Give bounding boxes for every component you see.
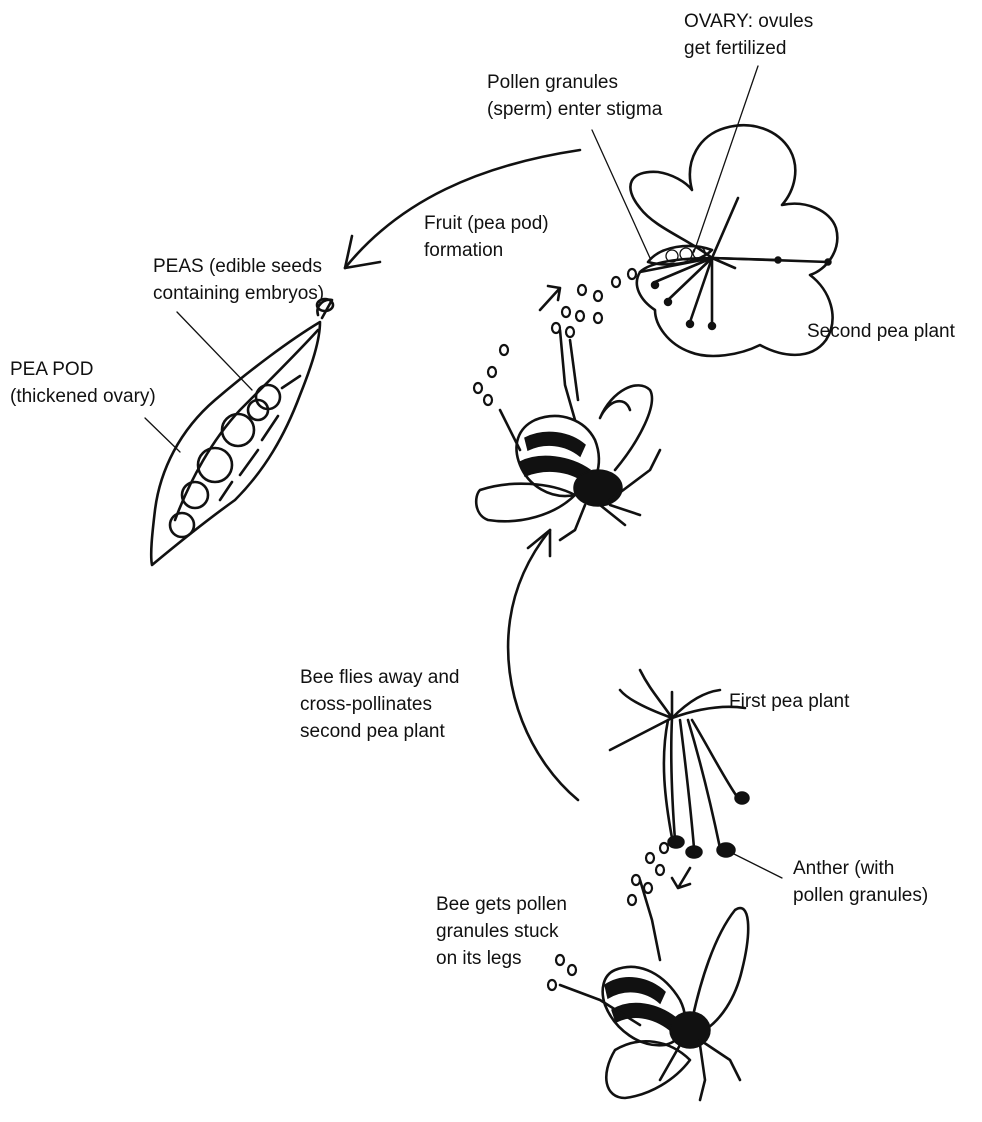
label-second-plant-line1: Second pea plant xyxy=(807,318,955,345)
label-pea-pod: PEA POD (thickened ovary) xyxy=(10,356,156,410)
label-pea-pod-line2: (thickened ovary) xyxy=(10,383,156,410)
arrow-bee-flies-away xyxy=(508,530,578,800)
lower-bee xyxy=(560,880,748,1100)
label-bee-flies-line1: Bee flies away and xyxy=(300,664,460,691)
label-pollen-enter-line2: (sperm) enter stigma xyxy=(487,96,662,123)
pea-pod xyxy=(151,299,333,565)
label-peas-line1: PEAS (edible seeds xyxy=(153,253,324,280)
label-pea-pod-line1: PEA POD xyxy=(10,356,156,383)
label-bee-flies-line3: second pea plant xyxy=(300,718,460,745)
label-peas-line2: containing embryos) xyxy=(153,280,324,307)
label-bee-gets-line2: granules stuck xyxy=(436,918,567,945)
label-bee-gets: Bee gets pollen granules stuck on its le… xyxy=(436,891,567,972)
label-bee-gets-line3: on its legs xyxy=(436,945,567,972)
label-anther: Anther (with pollen granules) xyxy=(793,855,928,909)
label-fruit-line2: formation xyxy=(424,237,549,264)
leader-anther xyxy=(730,852,782,878)
label-fruit: Fruit (pea pod) formation xyxy=(424,210,549,264)
label-ovary-line1: OVARY: ovules xyxy=(684,8,813,35)
leader-peas xyxy=(177,312,252,390)
label-bee-gets-line1: Bee gets pollen xyxy=(436,891,567,918)
leader-pea-pod xyxy=(145,418,180,452)
label-pollen-enter-line1: Pollen granules xyxy=(487,69,662,96)
label-anther-line2: pollen granules) xyxy=(793,882,928,909)
label-anther-line1: Anther (with xyxy=(793,855,928,882)
label-bee-flies: Bee flies away and cross-pollinates seco… xyxy=(300,664,460,745)
label-pollen-enter: Pollen granules (sperm) enter stigma xyxy=(487,69,662,123)
label-second-plant: Second pea plant xyxy=(807,318,955,345)
pollen-grains-to-flower xyxy=(474,269,636,405)
label-ovary: OVARY: ovules get fertilized xyxy=(684,8,813,62)
leader-lines xyxy=(145,66,782,878)
upper-bee xyxy=(476,330,660,540)
label-fruit-line1: Fruit (pea pod) xyxy=(424,210,549,237)
leader-pollen-enter xyxy=(592,130,650,258)
label-first-plant: First pea plant xyxy=(729,688,849,715)
label-first-plant-line1: First pea plant xyxy=(729,688,849,715)
label-ovary-line2: get fertilized xyxy=(684,35,813,62)
label-peas: PEAS (edible seeds containing embryos) xyxy=(153,253,324,307)
label-bee-flies-line2: cross-pollinates xyxy=(300,691,460,718)
